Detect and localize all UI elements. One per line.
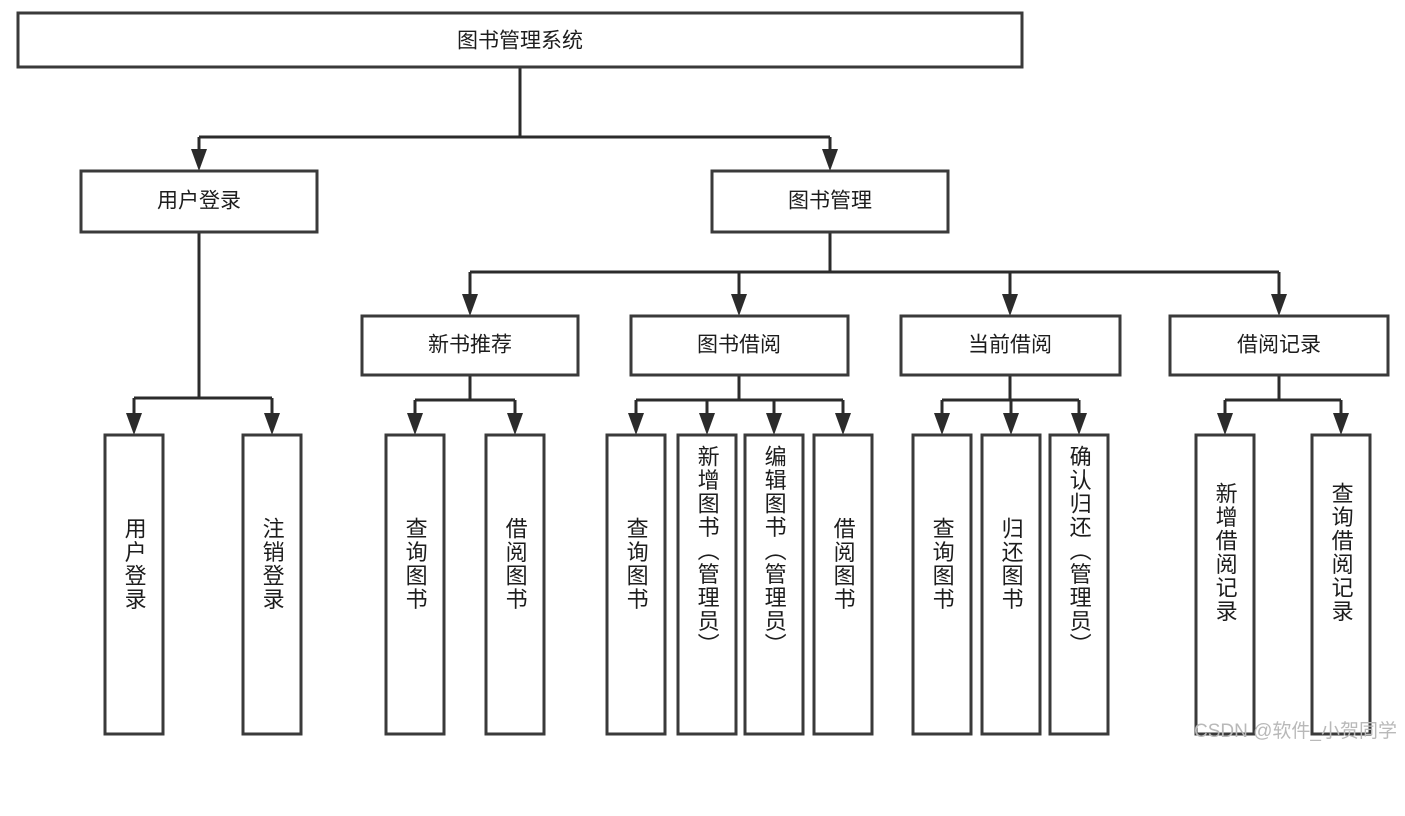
leaf-box[interactable]: [484, 433, 546, 736]
connector-book-borrow-to-leaves: [628, 375, 851, 435]
arrow-icon: [1002, 294, 1018, 316]
node-book-borrow[interactable]: 图书借阅: [629, 314, 850, 377]
node-label-new-book-recommend: 新书推荐: [428, 334, 512, 357]
leaf-box[interactable]: [980, 433, 1042, 736]
arrow-icon: [822, 149, 838, 171]
arrow-icon: [835, 413, 851, 435]
leaf-box[interactable]: [103, 433, 165, 736]
arrow-icon: [1071, 413, 1087, 435]
node-current-borrow[interactable]: 当前借阅: [899, 314, 1122, 377]
connector-user-login-to-leaves: [126, 232, 280, 435]
leaf-box[interactable]: [1310, 433, 1372, 736]
connector-book-mgmt-to-level3: [462, 232, 1287, 316]
arrow-icon: [126, 413, 142, 435]
node-label-root: 图书管理系统: [457, 30, 583, 53]
arrow-icon: [1333, 413, 1349, 435]
arrow-icon: [191, 149, 207, 171]
watermark-text: CSDN @软件_小贺同学: [1194, 721, 1397, 742]
node-label-book-management: 图书管理: [788, 190, 872, 213]
connector-new-book-to-leaves: [407, 375, 523, 435]
arrow-icon: [407, 413, 423, 435]
node-borrow-record[interactable]: 借阅记录: [1168, 314, 1390, 377]
arrow-icon: [462, 294, 478, 316]
arrow-icon: [507, 413, 523, 435]
leaf-box[interactable]: [1194, 433, 1256, 736]
leaf-box[interactable]: [241, 433, 303, 736]
leaf-box[interactable]: [384, 433, 446, 736]
arrow-icon: [699, 413, 715, 435]
node-label-current-borrow: 当前借阅: [968, 334, 1052, 357]
node-root-system[interactable]: 图书管理系统: [16, 11, 1024, 69]
leaf-box[interactable]: [1048, 433, 1110, 736]
system-function-tree-diagram: 图书管理系统 用户登录 图书管理 新书推荐 图书借阅 当前借阅 借阅记录: [16, 11, 1390, 736]
arrow-icon: [766, 413, 782, 435]
leaf-box[interactable]: [812, 433, 874, 736]
connector-current-borrow-to-leaves: [934, 375, 1087, 435]
leaf-box[interactable]: [676, 433, 738, 736]
arrow-icon: [1003, 413, 1019, 435]
node-new-book-recommend[interactable]: 新书推荐: [360, 314, 580, 377]
diagram-canvas: 图书管理系统 用户登录 图书管理 新书推荐 图书借阅 当前借阅 借阅记录: [16, 11, 1397, 742]
leaf-box[interactable]: [743, 433, 805, 736]
arrow-icon: [934, 413, 950, 435]
arrow-icon: [1271, 294, 1287, 316]
arrow-icon: [628, 413, 644, 435]
connector-root-to-level2: [191, 67, 838, 171]
arrow-icon: [731, 294, 747, 316]
node-label-user-login: 用户登录: [157, 190, 241, 213]
arrow-icon: [264, 413, 280, 435]
connector-borrow-record-to-leaves: [1217, 375, 1349, 435]
node-label-borrow-record: 借阅记录: [1237, 334, 1321, 357]
node-label-book-borrow: 图书借阅: [697, 334, 781, 357]
node-book-management[interactable]: 图书管理: [710, 169, 950, 234]
leaf-box[interactable]: [911, 433, 973, 736]
leaf-box[interactable]: [605, 433, 667, 736]
node-user-login[interactable]: 用户登录: [79, 169, 319, 234]
arrow-icon: [1217, 413, 1233, 435]
leaf-box-group: [103, 433, 1372, 736]
